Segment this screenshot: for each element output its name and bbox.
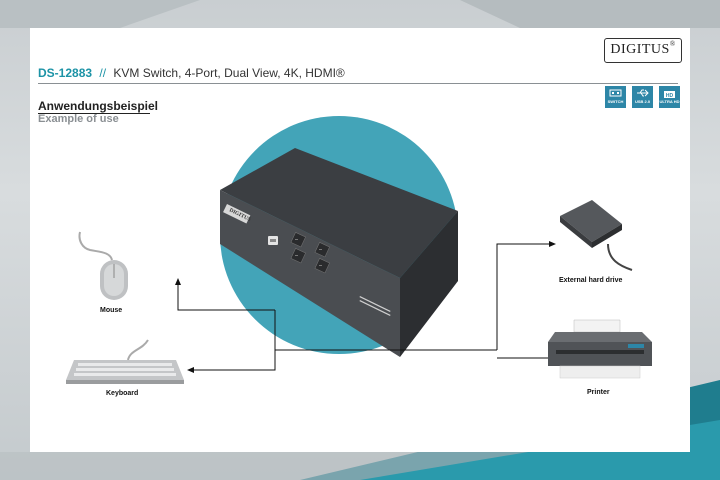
- kvm-switch-icon: DIGITUS: [220, 148, 458, 357]
- svg-text:HD: HD: [666, 93, 674, 99]
- ultra-hd-icon: HD ULTRA HD: [659, 86, 680, 108]
- product-sheet: DIGITUS® DS-12883 // KVM Switch, 4-Port,…: [30, 28, 690, 452]
- usb-icon: USB 2.0: [632, 86, 653, 108]
- keyboard-icon: [66, 339, 184, 384]
- section-title-underline: [38, 113, 150, 114]
- product-name: KVM Switch, 4-Port, Dual View, 4K, HDMI®: [113, 66, 345, 80]
- digitus-logo: DIGITUS®: [604, 38, 682, 63]
- keyboard-label: Keyboard: [106, 390, 139, 397]
- section-title-german: Anwendungsbeispiel: [38, 99, 159, 113]
- switch-icon: SWITCH: [605, 86, 626, 108]
- connection-diagram: DIGITUS: [66, 148, 652, 384]
- hard-drive-icon: [560, 200, 633, 271]
- mouse-label: Mouse: [100, 307, 123, 314]
- connection-lines: [177, 243, 552, 371]
- mouse-icon: [78, 231, 128, 300]
- printer-label: Printer: [587, 389, 610, 396]
- product-code: DS-12883: [38, 66, 93, 80]
- feature-badges: SWITCH USB 2.0 HD ULTRA HD: [605, 86, 681, 108]
- printer-icon: [548, 319, 652, 379]
- title-separator: //: [99, 66, 107, 80]
- section-title-english: Example of use: [38, 113, 119, 125]
- product-title: DS-12883 // KVM Switch, 4-Port, Dual Vie…: [38, 66, 678, 83]
- hard-drive-label: External hard drive: [559, 277, 623, 284]
- title-divider: [38, 83, 678, 84]
